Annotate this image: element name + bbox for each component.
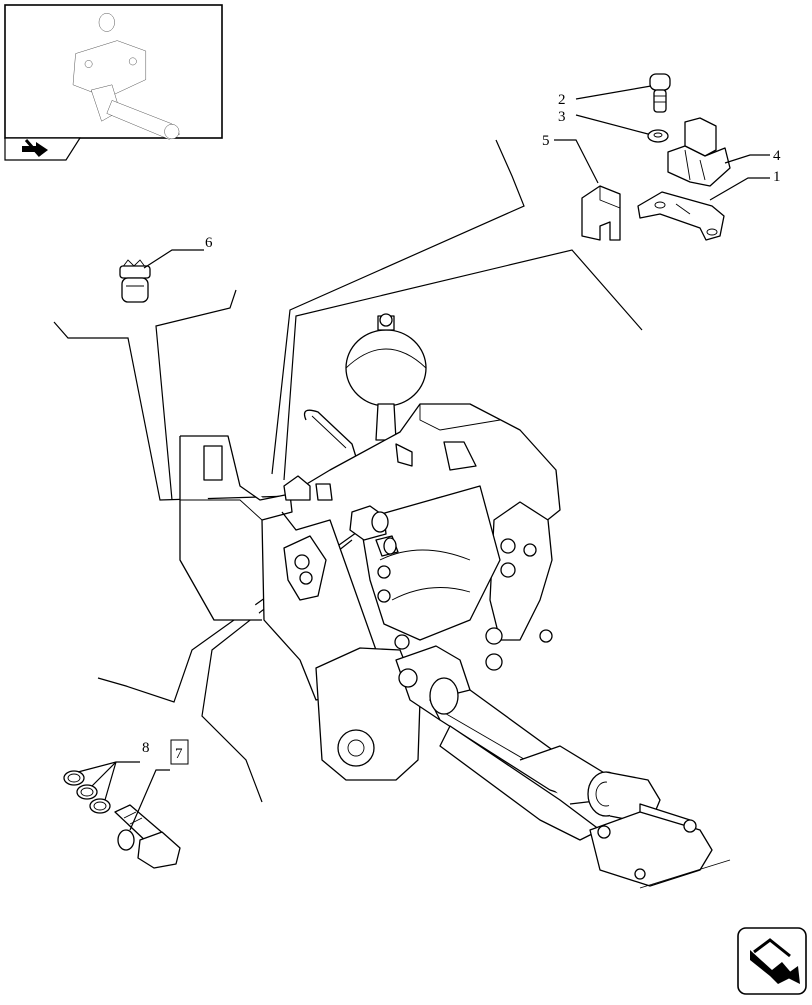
callout-6: 6 [205,235,213,251]
bolt-part[interactable] [649,73,671,113]
overview-thumbnail[interactable] [4,4,223,161]
pressure-switch-part[interactable] [119,259,151,303]
callout-4: 4 [773,148,781,164]
next-page-arrow-icon[interactable] [737,927,807,995]
callout-8: 8 [142,740,150,756]
o-ring-seals[interactable] [63,770,111,814]
callout-5: 5 [542,133,550,149]
sensor-part[interactable] [114,804,181,869]
bracket-part[interactable] [581,185,621,241]
callout-1: 1 [773,169,781,185]
transmission-housing-assembly[interactable] [179,313,731,889]
callout-7: 7 [175,746,183,762]
callout-3: 3 [558,109,566,125]
mounting-plate-part[interactable] [637,191,725,241]
washer-part[interactable] [647,129,669,143]
callout-2: 2 [558,92,566,108]
prev-page-arrow-icon[interactable] [22,139,48,157]
cover-block-part[interactable] [667,117,731,187]
